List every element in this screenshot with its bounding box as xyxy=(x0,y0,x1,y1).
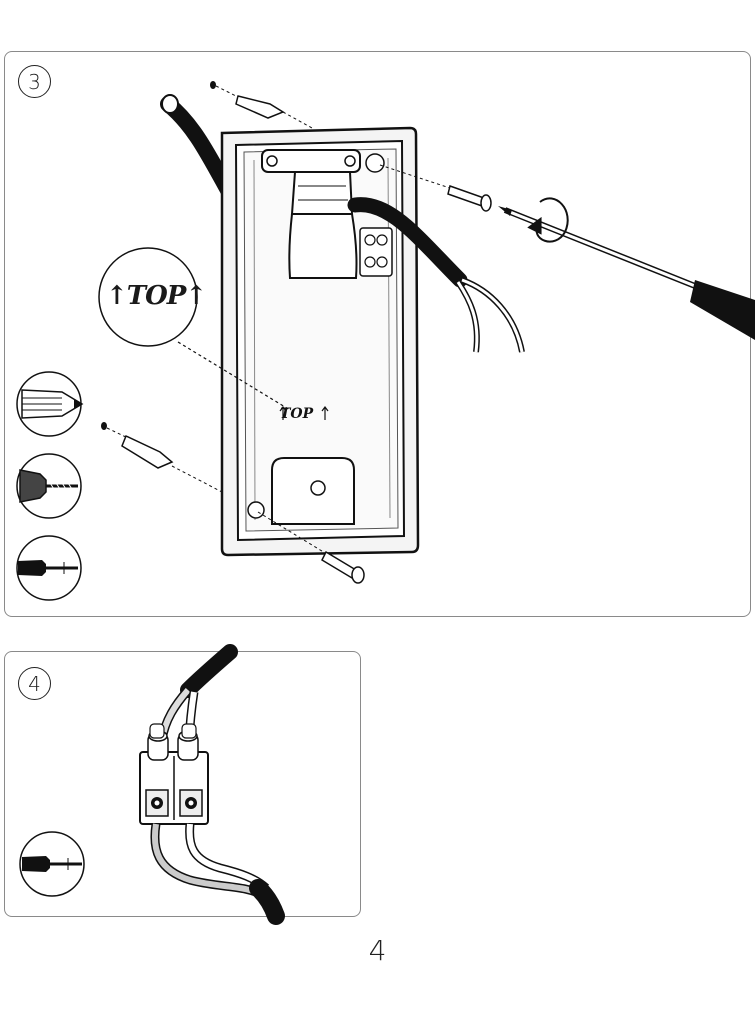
top-callout-label: ↑TOP↑ xyxy=(106,281,207,311)
screw-bottom xyxy=(257,511,365,584)
screw-top xyxy=(379,164,492,212)
step-number-3: 3 xyxy=(18,65,51,98)
supply-cable xyxy=(347,197,525,353)
top-mark-arrow-left xyxy=(279,406,287,420)
page-number: 4 xyxy=(368,934,387,967)
drill-icon xyxy=(16,453,82,519)
cable-lower xyxy=(150,823,285,925)
lamp-socket xyxy=(261,149,385,279)
cable-gland xyxy=(247,457,355,525)
top-callout-text: TOP xyxy=(126,281,187,311)
wall-plug-top xyxy=(210,81,313,129)
pencil-icon xyxy=(16,371,84,437)
screwdriver-icon xyxy=(16,535,82,601)
step-number-4: 4 xyxy=(18,667,51,700)
top-callout-arrow-right: ↑ xyxy=(185,281,207,311)
screwdriver-icon xyxy=(19,831,85,897)
top-callout-arrow-left: ↑ xyxy=(106,281,128,311)
top-callout xyxy=(98,247,291,411)
terminal-block xyxy=(359,227,393,277)
connector-block xyxy=(139,723,209,825)
screwdriver-large xyxy=(498,197,755,340)
top-mark-label: TOP xyxy=(280,406,314,422)
top-mark-arrow-right xyxy=(321,406,329,420)
wall-plug-bottom xyxy=(101,422,223,493)
